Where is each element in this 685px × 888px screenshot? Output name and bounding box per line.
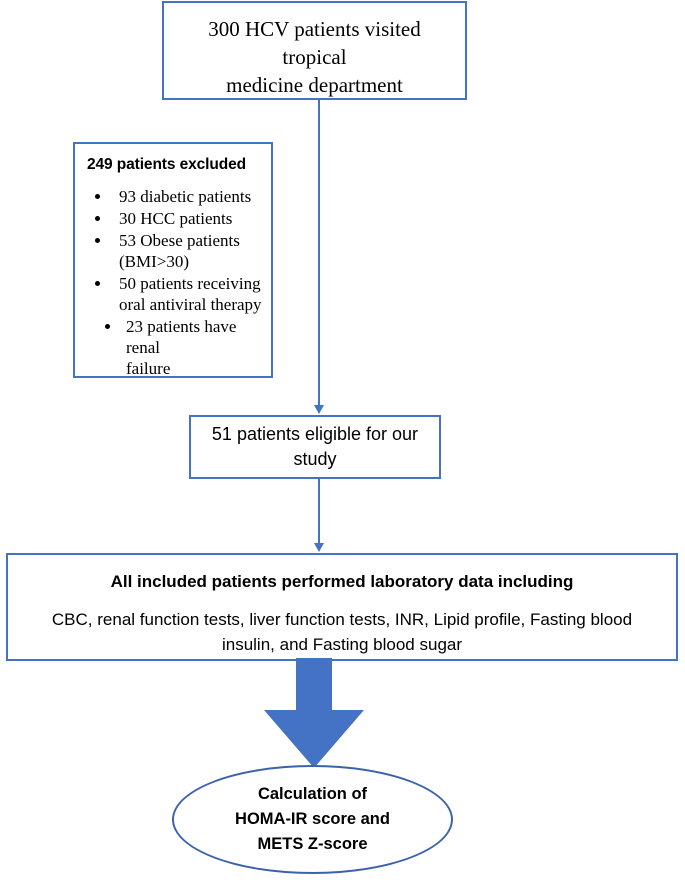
connector-stem (318, 479, 320, 544)
node-total-patients-text: 300 HCV patients visited tropical medici… (178, 7, 451, 99)
bullet-icon (95, 216, 100, 221)
list-item: 30 HCC patients (85, 208, 265, 229)
connector-stem (318, 99, 320, 406)
node-excluded-patients: 249 patients excluded 93 diabetic patien… (73, 142, 273, 378)
node-eligible-line1: 51 patients eligible for our (211, 424, 419, 444)
bullet-icon (95, 194, 100, 199)
list-item-subtext: (BMI>30) (119, 252, 190, 271)
node-eligible-line2: study (293, 449, 337, 469)
ellipse-line1: Calculation of (257, 785, 368, 803)
list-item: 50 patients receiving oral antiviral the… (85, 273, 265, 315)
bullet-icon (95, 281, 100, 286)
list-item-subtext: oral antiviral therapy (119, 295, 262, 314)
ellipse-line2: HOMA-IR score and (235, 810, 390, 828)
excluded-heading: 249 patients excluded (87, 156, 246, 173)
list-item-text: 50 patients receiving (119, 274, 261, 293)
lab-body: CBC, renal function tests, liver functio… (51, 610, 633, 654)
node-total-patients: 300 HCV patients visited tropical medici… (162, 1, 467, 100)
node-eligible-patients: 51 patients eligible for our study (189, 415, 441, 479)
list-item: 93 diabetic patients (85, 186, 265, 207)
ellipse-line3: METS Z-score (257, 835, 368, 853)
arrowhead-icon (314, 543, 324, 552)
list-item-text: 23 patients have renal (126, 317, 237, 357)
list-item-text: 30 HCC patients (119, 209, 233, 228)
node-total-patients-line2: medicine department (226, 73, 403, 97)
block-arrow-down-icon (258, 658, 370, 770)
list-item-subtext: failure (126, 359, 171, 378)
node-laboratory-data: All included patients performed laborato… (6, 553, 678, 661)
node-total-patients-line1: 300 HCV patients visited tropical (208, 17, 421, 69)
lab-title: All included patients performed laborato… (110, 572, 574, 591)
excluded-reasons-list: 93 diabetic patients 30 HCC patients 53 … (85, 186, 265, 380)
node-calculation-result: Calculation of HOMA-IR score and METS Z-… (172, 765, 453, 874)
list-item: 23 patients have renal failure (85, 316, 265, 379)
bullet-icon (95, 238, 100, 243)
arrowhead-icon (314, 405, 324, 414)
list-item: 53 Obese patients (BMI>30) (85, 230, 265, 272)
list-item-text: 93 diabetic patients (119, 187, 252, 206)
bullet-icon (105, 324, 110, 329)
list-item-text: 53 Obese patients (119, 231, 240, 250)
